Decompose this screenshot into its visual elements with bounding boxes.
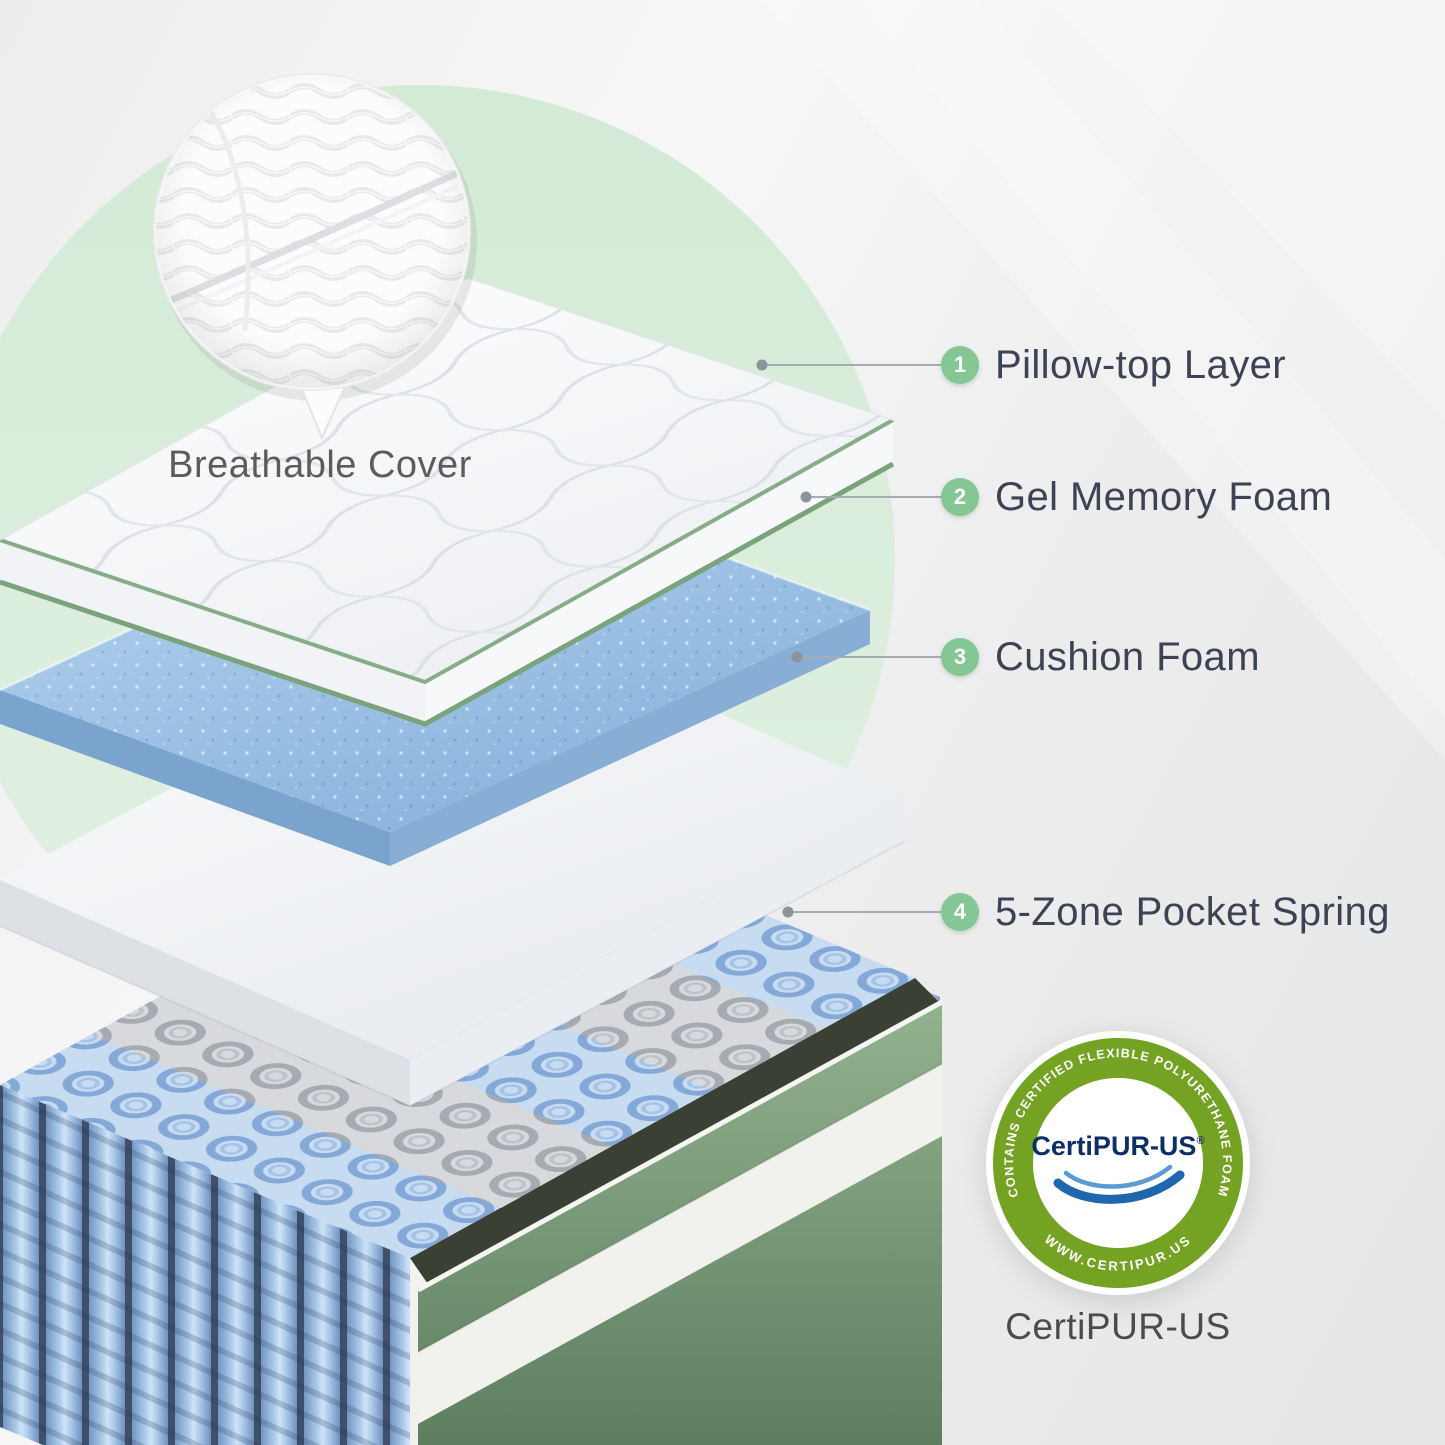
callout-number-badge: 3 [941,638,979,676]
encasement-piping [416,999,944,1293]
spring-zone-band [91,973,612,1208]
encasement-stripe [418,1064,942,1424]
green-piping [0,461,895,727]
badge-caption: CertiPUR-US [1005,1306,1231,1347]
badge-green-ring [993,1038,1243,1288]
callout-number-badge: 2 [941,478,979,516]
breathable-cover-label: Breathable Cover [168,444,472,486]
callout-pillow-top: 1 Pillow-top Layer [941,342,1286,388]
badge-center-wordmark: CertiPUR-US [1031,1131,1196,1161]
spring-interior-shadow [410,978,940,1287]
callout-number-badge: 1 [941,346,979,384]
base-encasement [416,999,944,1445]
magnifier-bubble [153,73,477,441]
certipur-us-badge: CONTAINS CERTIFIED FLEXIBLE POLYURETHANE… [986,1031,1250,1295]
badge-center-text: CertiPUR-US® [1031,1131,1204,1161]
callout-label: Gel Memory Foam [995,474,1333,519]
background-sheen [760,0,1445,760]
callout-cushion-foam: 3 Cushion Foam [941,634,1260,680]
registered-mark: ® [1196,1135,1204,1147]
leader-lines [762,364,941,913]
callout-label: Cushion Foam [995,634,1260,679]
callout-number-badge: 4 [941,893,979,931]
leader-dot-1 [756,359,768,371]
callout-pocket-spring: 4 5-Zone Pocket Spring [941,889,1390,935]
callout-label: Pillow-top Layer [995,342,1286,387]
callout-label: 5-Zone Pocket Spring [995,889,1390,934]
leader-dots [756,359,812,918]
leader-dot-3 [791,651,803,663]
pillow-top-layer [0,277,895,727]
leader-dot-2 [800,491,812,503]
leader-dot-4 [782,906,794,918]
badge-swoosh-icon [1053,1164,1185,1204]
callout-gel-memory-foam: 2 Gel Memory Foam [941,474,1332,520]
green-piping [0,418,894,685]
